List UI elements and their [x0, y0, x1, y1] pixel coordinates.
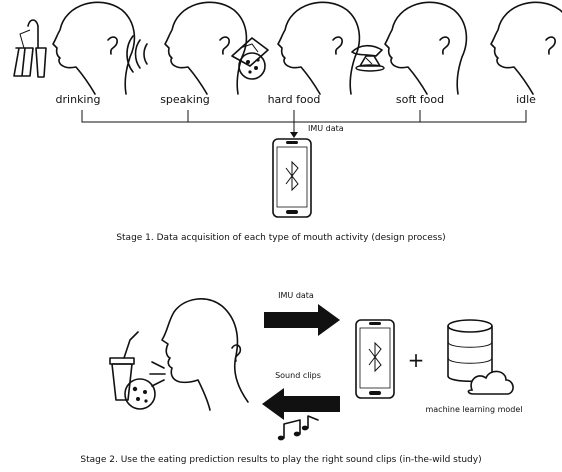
soft-food-icon: [351, 44, 385, 72]
stage2: IMU data Sound clips + machine learning …: [80, 291, 522, 465]
imu-arrow-right: [264, 304, 340, 336]
activity-label-drinking: drinking: [56, 93, 101, 106]
head-hard-food: [277, 1, 361, 95]
stage1: drinking speaking hard food soft food id…: [13, 1, 562, 243]
sound-clips-label: Sound clips: [275, 371, 321, 380]
speech-waves-icon: [126, 35, 148, 73]
drink-cup-icon: [109, 331, 139, 401]
activity-label-speaking: speaking: [160, 93, 210, 106]
database-cloud-icon: [447, 319, 514, 395]
head-large: [161, 298, 249, 411]
head-drinking: [52, 1, 136, 95]
imu-data-label-stage2: IMU data: [278, 291, 314, 300]
head-soft-food: [384, 1, 468, 95]
hard-food-icon: [231, 37, 269, 80]
phone-stage1: [272, 138, 312, 218]
cookie-icon: [124, 378, 156, 410]
activity-label-hard-food: hard food: [268, 93, 321, 106]
sound-clips-arrow-left: [262, 388, 340, 420]
stage1-caption: Stage 1. Data acquisition of each type o…: [116, 233, 445, 243]
drink-icon: [13, 19, 47, 78]
mouth-sound-icon: [149, 361, 166, 387]
head-idle: [490, 1, 562, 95]
collection-bracket: [81, 110, 527, 138]
head-speaking: [164, 1, 248, 95]
phone-stage2: [355, 319, 395, 399]
imu-data-label-stage1: IMU data: [308, 124, 344, 133]
activity-label-idle: idle: [516, 93, 536, 106]
stage2-caption: Stage 2. Use the eating prediction resul…: [80, 455, 481, 465]
ml-model-label: machine learning model: [425, 405, 522, 414]
music-notes-icon: [277, 415, 319, 441]
plus-sign: +: [408, 348, 425, 372]
activity-label-soft-food: soft food: [396, 93, 444, 106]
